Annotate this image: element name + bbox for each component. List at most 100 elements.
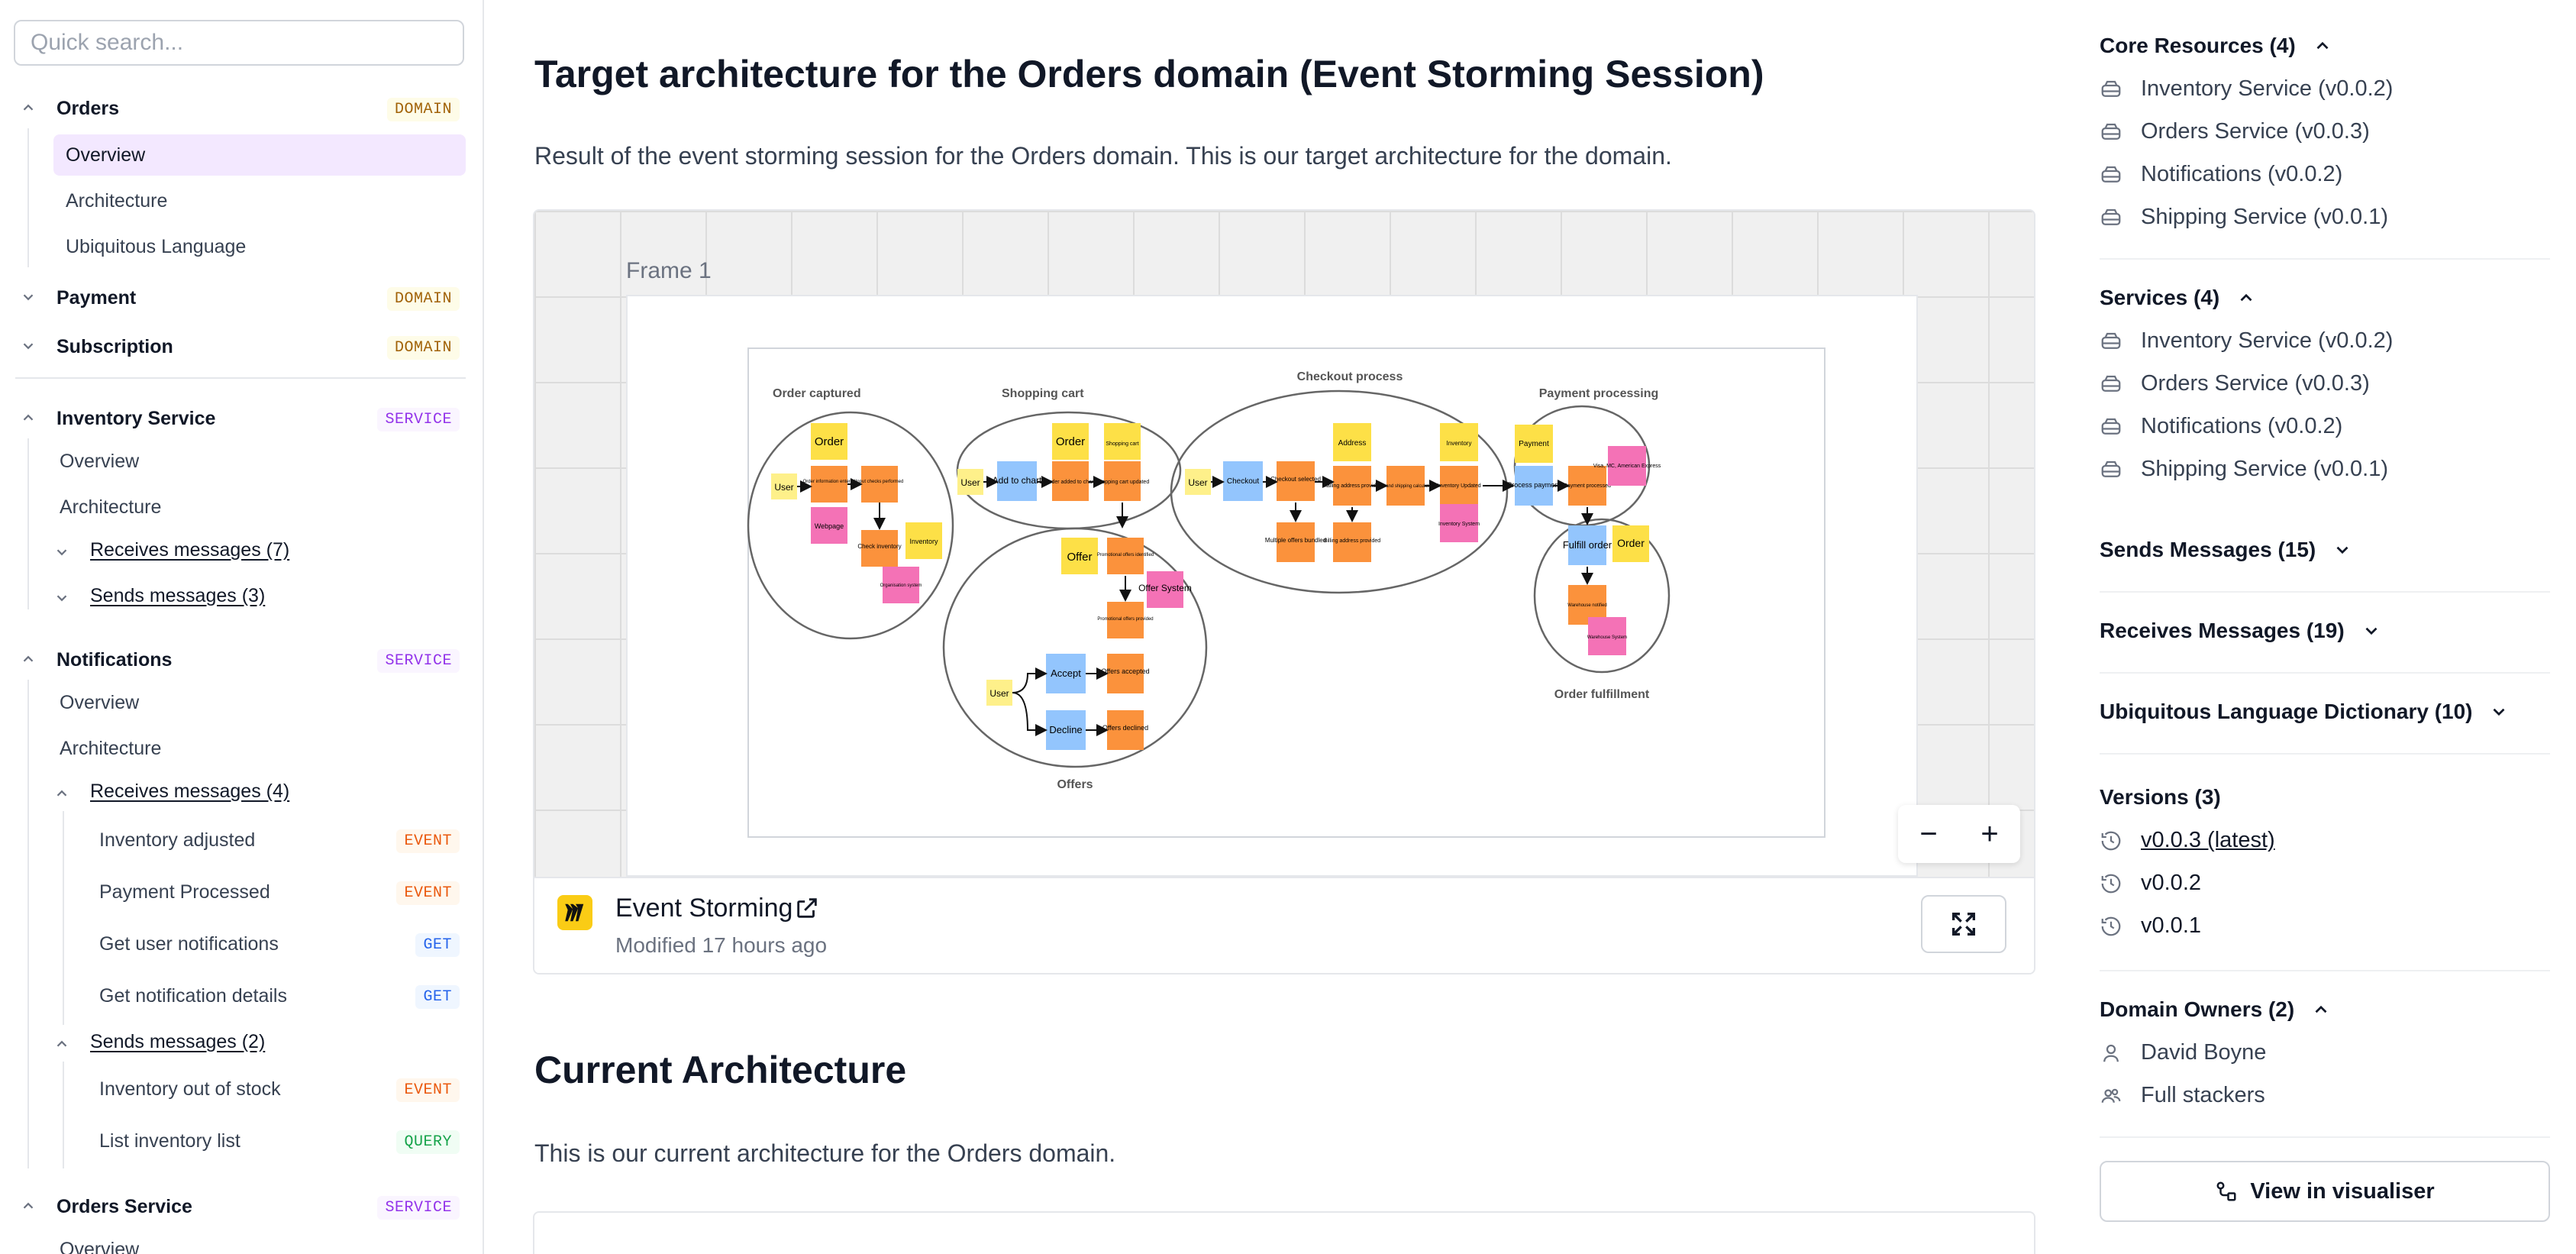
service-item[interactable]: Notifications (v0.0.2) [2100, 414, 2342, 439]
expand-icon [1952, 913, 1975, 936]
resource-item[interactable]: Inventory Service (v0.0.2) [2100, 76, 2393, 102]
miro-board-embed[interactable]: Frame 1 Order captured User Order Order … [533, 209, 2035, 974]
chevron-up-icon[interactable] [17, 1194, 40, 1217]
sidebar-item-overview[interactable]: Overview [66, 144, 146, 166]
svg-text:Multiple offers bundled: Multiple offers bundled [1265, 537, 1326, 544]
receives-messages-title: Receives Messages (19) [2100, 619, 2345, 642]
version-item[interactable]: v0.0.3 (latest) [2100, 828, 2275, 853]
message-item[interactable]: Get notification details [99, 985, 287, 1007]
owner-item[interactable]: Full stackers [2100, 1083, 2265, 1108]
external-link-icon[interactable] [794, 895, 820, 921]
version-item[interactable]: v0.0.2 [2100, 871, 2201, 896]
service-badge: SERVICE [377, 649, 460, 673]
history-icon [2101, 831, 2121, 850]
svg-text:Visa, MC, American Express: Visa, MC, American Express [1593, 464, 1661, 469]
server-icon [2101, 418, 2121, 435]
core-resources-header[interactable]: Core Resources (4) [2100, 34, 2332, 58]
owner-item[interactable]: David Boyne [2100, 1040, 2266, 1065]
tree-line [27, 680, 29, 1168]
page-title: Target architecture for the Orders domai… [534, 53, 1764, 95]
section-title: Current Architecture [534, 1049, 907, 1091]
zoom-in-button[interactable]: + [1980, 816, 1999, 851]
svg-text:User: User [960, 477, 980, 488]
sidebar-domain-payment[interactable]: Payment [56, 287, 137, 309]
message-item[interactable]: Inventory adjusted [99, 829, 256, 851]
services-header[interactable]: Services (4) [2100, 286, 2256, 310]
chevron-up-icon[interactable] [50, 782, 73, 805]
chevron-down-icon[interactable] [50, 541, 73, 564]
current-architecture-embed[interactable] [533, 1211, 2035, 1254]
svg-text:Order information entered: Order information entered [803, 480, 856, 484]
message-item[interactable]: Inventory out of stock [99, 1078, 281, 1100]
tree-line [27, 128, 29, 267]
sidebar-item-overview[interactable]: Overview [60, 1239, 140, 1254]
chevron-up-icon[interactable] [17, 648, 40, 671]
sidebar-item-architecture[interactable]: Architecture [60, 496, 162, 518]
version-item[interactable]: v0.0.1 [2100, 913, 2201, 939]
server-icon [2101, 461, 2121, 477]
sidebar-domain-subscription[interactable]: Subscription [56, 336, 173, 357]
view-in-visualiser-button[interactable]: View in visualiser [2100, 1161, 2550, 1222]
dictionary-title: Ubiquitous Language Dictionary (10) [2100, 700, 2473, 723]
receives-messages-header[interactable]: Receives Messages (19) [2100, 619, 2381, 643]
sidebar-item-ubiquitous-language[interactable]: Ubiquitous Language [66, 236, 247, 257]
section-intro: This is our current architecture for the… [534, 1139, 1116, 1167]
sends-messages-header[interactable]: Sends Messages (15) [2100, 538, 2352, 562]
sidebar-domain-orders[interactable]: Orders [56, 98, 119, 119]
chevron-down-icon[interactable] [50, 587, 73, 609]
chevron-down-icon[interactable] [17, 286, 40, 309]
board-canvas[interactable]: Frame 1 Order captured User Order Order … [534, 211, 2034, 877]
resource-item[interactable]: Shipping Service (v0.0.1) [2100, 205, 2388, 230]
svg-text:Accept: Accept [1051, 667, 1081, 679]
search-input[interactable] [14, 20, 464, 66]
main-content: Target architecture for the Orders domai… [486, 0, 2089, 1254]
svg-text:User: User [1188, 477, 1207, 488]
svg-text:Order: Order [1056, 435, 1085, 448]
svg-text:Order: Order [1617, 537, 1645, 549]
domain-badge: DOMAIN [386, 98, 460, 121]
sidebar-receives-messages[interactable]: Receives messages (7) [90, 539, 290, 561]
message-item[interactable]: List inventory list [99, 1130, 240, 1152]
service-item[interactable]: Inventory Service (v0.0.2) [2100, 328, 2393, 354]
resources-panel: Core Resources (4) Inventory Service (v0… [2092, 0, 2576, 1254]
sidebar-item-overview[interactable]: Overview [60, 692, 140, 713]
group-label: Offers [1057, 778, 1093, 791]
zoom-out-button[interactable]: − [1919, 816, 1938, 851]
chevron-down-icon [2365, 627, 2377, 635]
sidebar-item-architecture[interactable]: Architecture [60, 738, 162, 759]
sidebar-service-orders[interactable]: Orders Service [56, 1196, 192, 1217]
sidebar-item-overview[interactable]: Overview [60, 451, 140, 472]
chevron-up-icon[interactable] [50, 1033, 73, 1055]
message-item[interactable]: Get user notifications [99, 933, 279, 955]
service-item[interactable]: Orders Service (v0.0.3) [2100, 371, 2370, 396]
domain-badge: DOMAIN [386, 336, 460, 360]
svg-text:Promotional offers identified: Promotional offers identified [1097, 553, 1154, 558]
sidebar-service-notifications[interactable]: Notifications [56, 649, 173, 671]
dictionary-header[interactable]: Ubiquitous Language Dictionary (10) [2100, 700, 2509, 724]
tree-line [63, 811, 64, 1025]
svg-text:Order added to chart: Order added to chart [1046, 480, 1096, 485]
resource-item[interactable]: Notifications (v0.0.2) [2100, 162, 2342, 187]
chevron-up-icon[interactable] [17, 96, 40, 119]
sidebar-sends-messages[interactable]: Sends messages (3) [90, 585, 266, 606]
resource-item[interactable]: Orders Service (v0.0.3) [2100, 119, 2370, 144]
divider [2100, 970, 2550, 971]
chevron-down-icon[interactable] [17, 335, 40, 357]
service-badge: SERVICE [377, 408, 460, 431]
event-storming-diagram: Order captured User Order Order informat… [747, 347, 1825, 838]
sidebar-service-inventory[interactable]: Inventory Service [56, 408, 216, 429]
svg-text:Billing address provided: Billing address provided [1324, 538, 1380, 544]
fullscreen-button[interactable] [1921, 895, 2006, 953]
svg-text:Input checks performed: Input checks performed [856, 480, 904, 484]
svg-text:Webpage: Webpage [815, 522, 844, 530]
sidebar-receives-messages[interactable]: Receives messages (4) [90, 781, 290, 802]
sidebar-item-architecture[interactable]: Architecture [66, 190, 168, 212]
service-badge: SERVICE [377, 1196, 460, 1220]
divider [2100, 1136, 2550, 1138]
message-item[interactable]: Payment Processed [99, 881, 270, 903]
sidebar-sends-messages[interactable]: Sends messages (2) [90, 1031, 266, 1052]
chevron-up-icon[interactable] [17, 406, 40, 429]
service-item[interactable]: Shipping Service (v0.0.1) [2100, 457, 2388, 482]
owners-header[interactable]: Domain Owners (2) [2100, 997, 2331, 1022]
board-name[interactable]: Event Storming [615, 894, 793, 923]
